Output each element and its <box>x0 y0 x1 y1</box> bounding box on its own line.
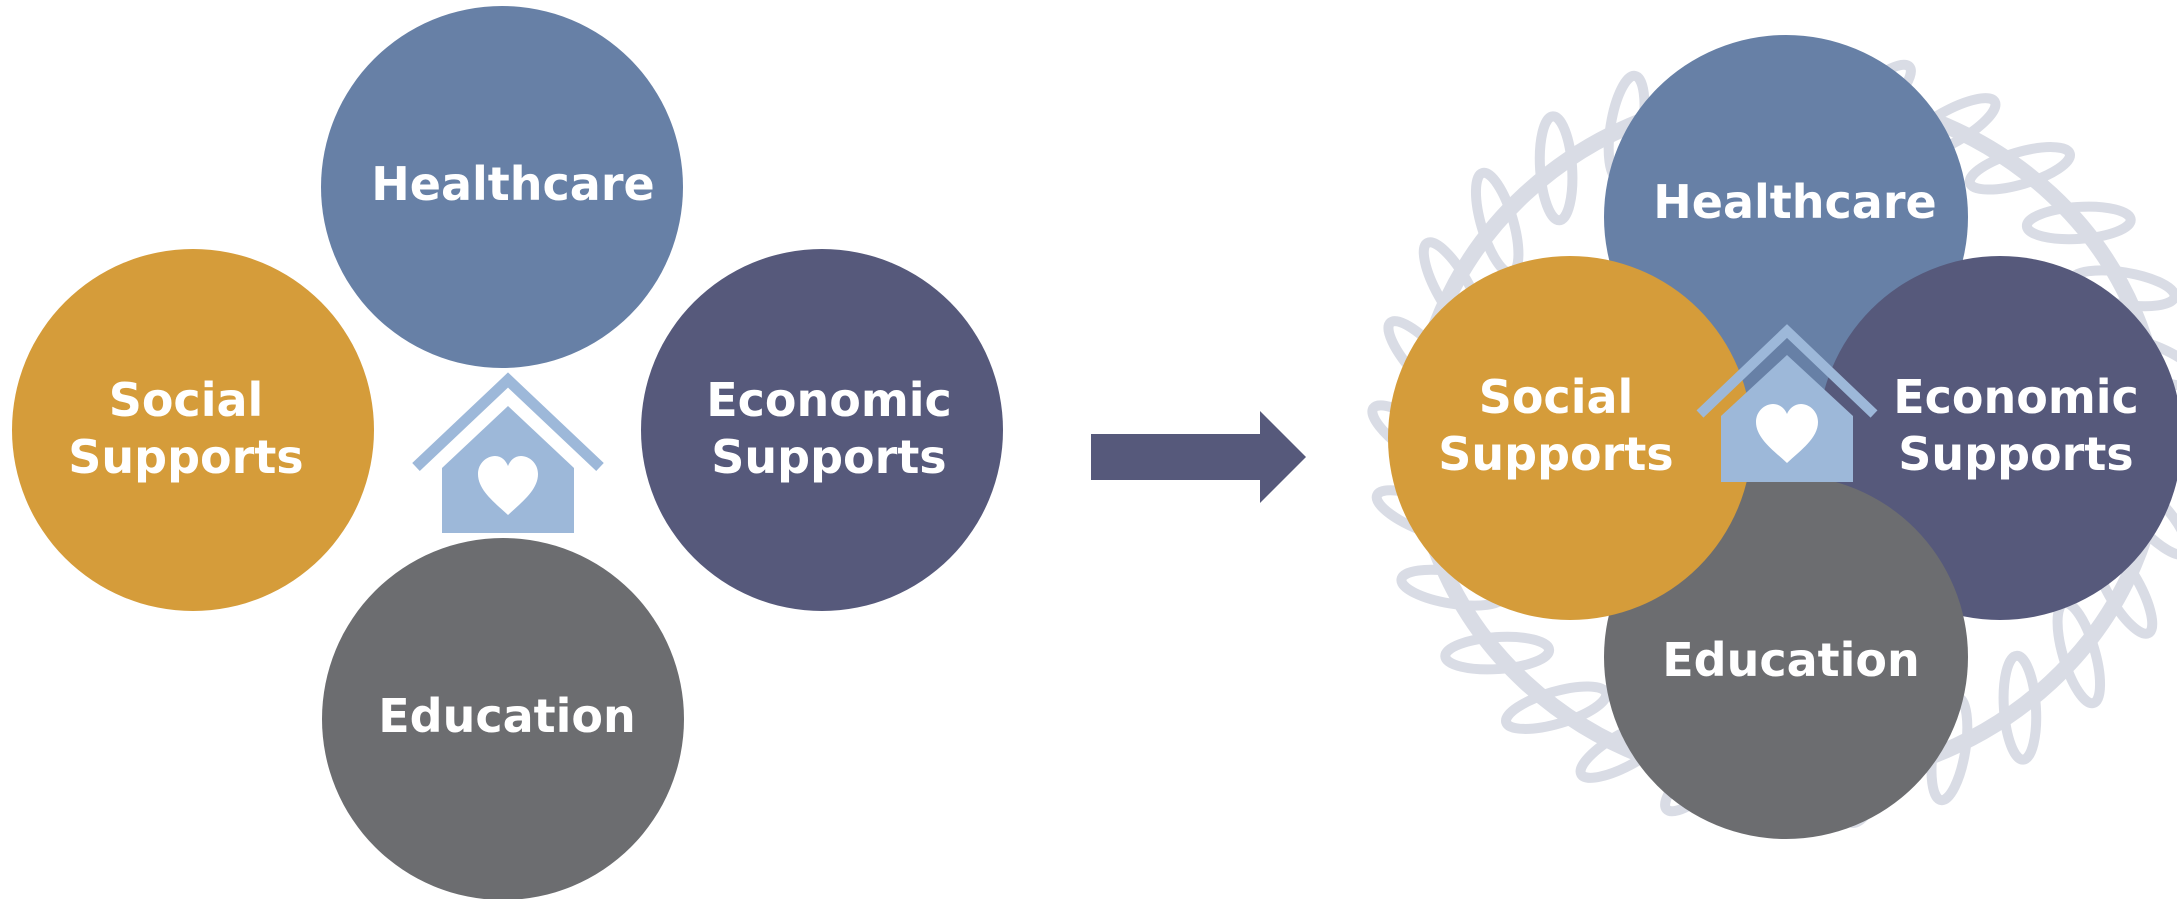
laurel-leaf <box>1998 650 2042 765</box>
social-supports-circle <box>1388 256 1752 620</box>
economic-supports-label-line2: Supports <box>711 430 946 484</box>
education-label: Education <box>378 689 636 743</box>
social-supports-label-line2: Supports <box>1438 427 1673 481</box>
economic-supports-label-line2: Supports <box>1898 427 2133 481</box>
laurel-leaf <box>1440 631 1555 675</box>
right-arrow-icon <box>1091 411 1306 503</box>
healthcare-circle <box>321 6 683 368</box>
social-supports-label-line1: Social <box>1479 370 1634 424</box>
after-diagram: Healthcare Social Supports Economic Supp… <box>1367 35 2177 839</box>
healthcare-label: Healthcare <box>371 157 654 211</box>
before-diagram: Healthcare Social Supports Economic Supp… <box>12 6 1003 899</box>
laurel-leaf <box>1501 681 1612 734</box>
house-heart-icon <box>1696 324 1878 482</box>
education-circle <box>322 538 684 899</box>
laurel-leaf <box>1964 142 2075 195</box>
house-heart-icon <box>412 372 604 533</box>
economic-supports-label-line1: Economic <box>706 373 952 427</box>
social-supports-label-line1: Social <box>109 373 264 427</box>
laurel-leaf <box>2021 201 2136 245</box>
social-supports-circle <box>12 249 374 611</box>
laurel-leaf <box>1534 111 1578 226</box>
social-supports-label-line2: Supports <box>68 430 303 484</box>
economic-supports-label-line1: Economic <box>1893 370 2139 424</box>
education-label: Education <box>1662 633 1920 687</box>
healthcare-label: Healthcare <box>1653 175 1936 229</box>
economic-supports-circle <box>641 249 1003 611</box>
